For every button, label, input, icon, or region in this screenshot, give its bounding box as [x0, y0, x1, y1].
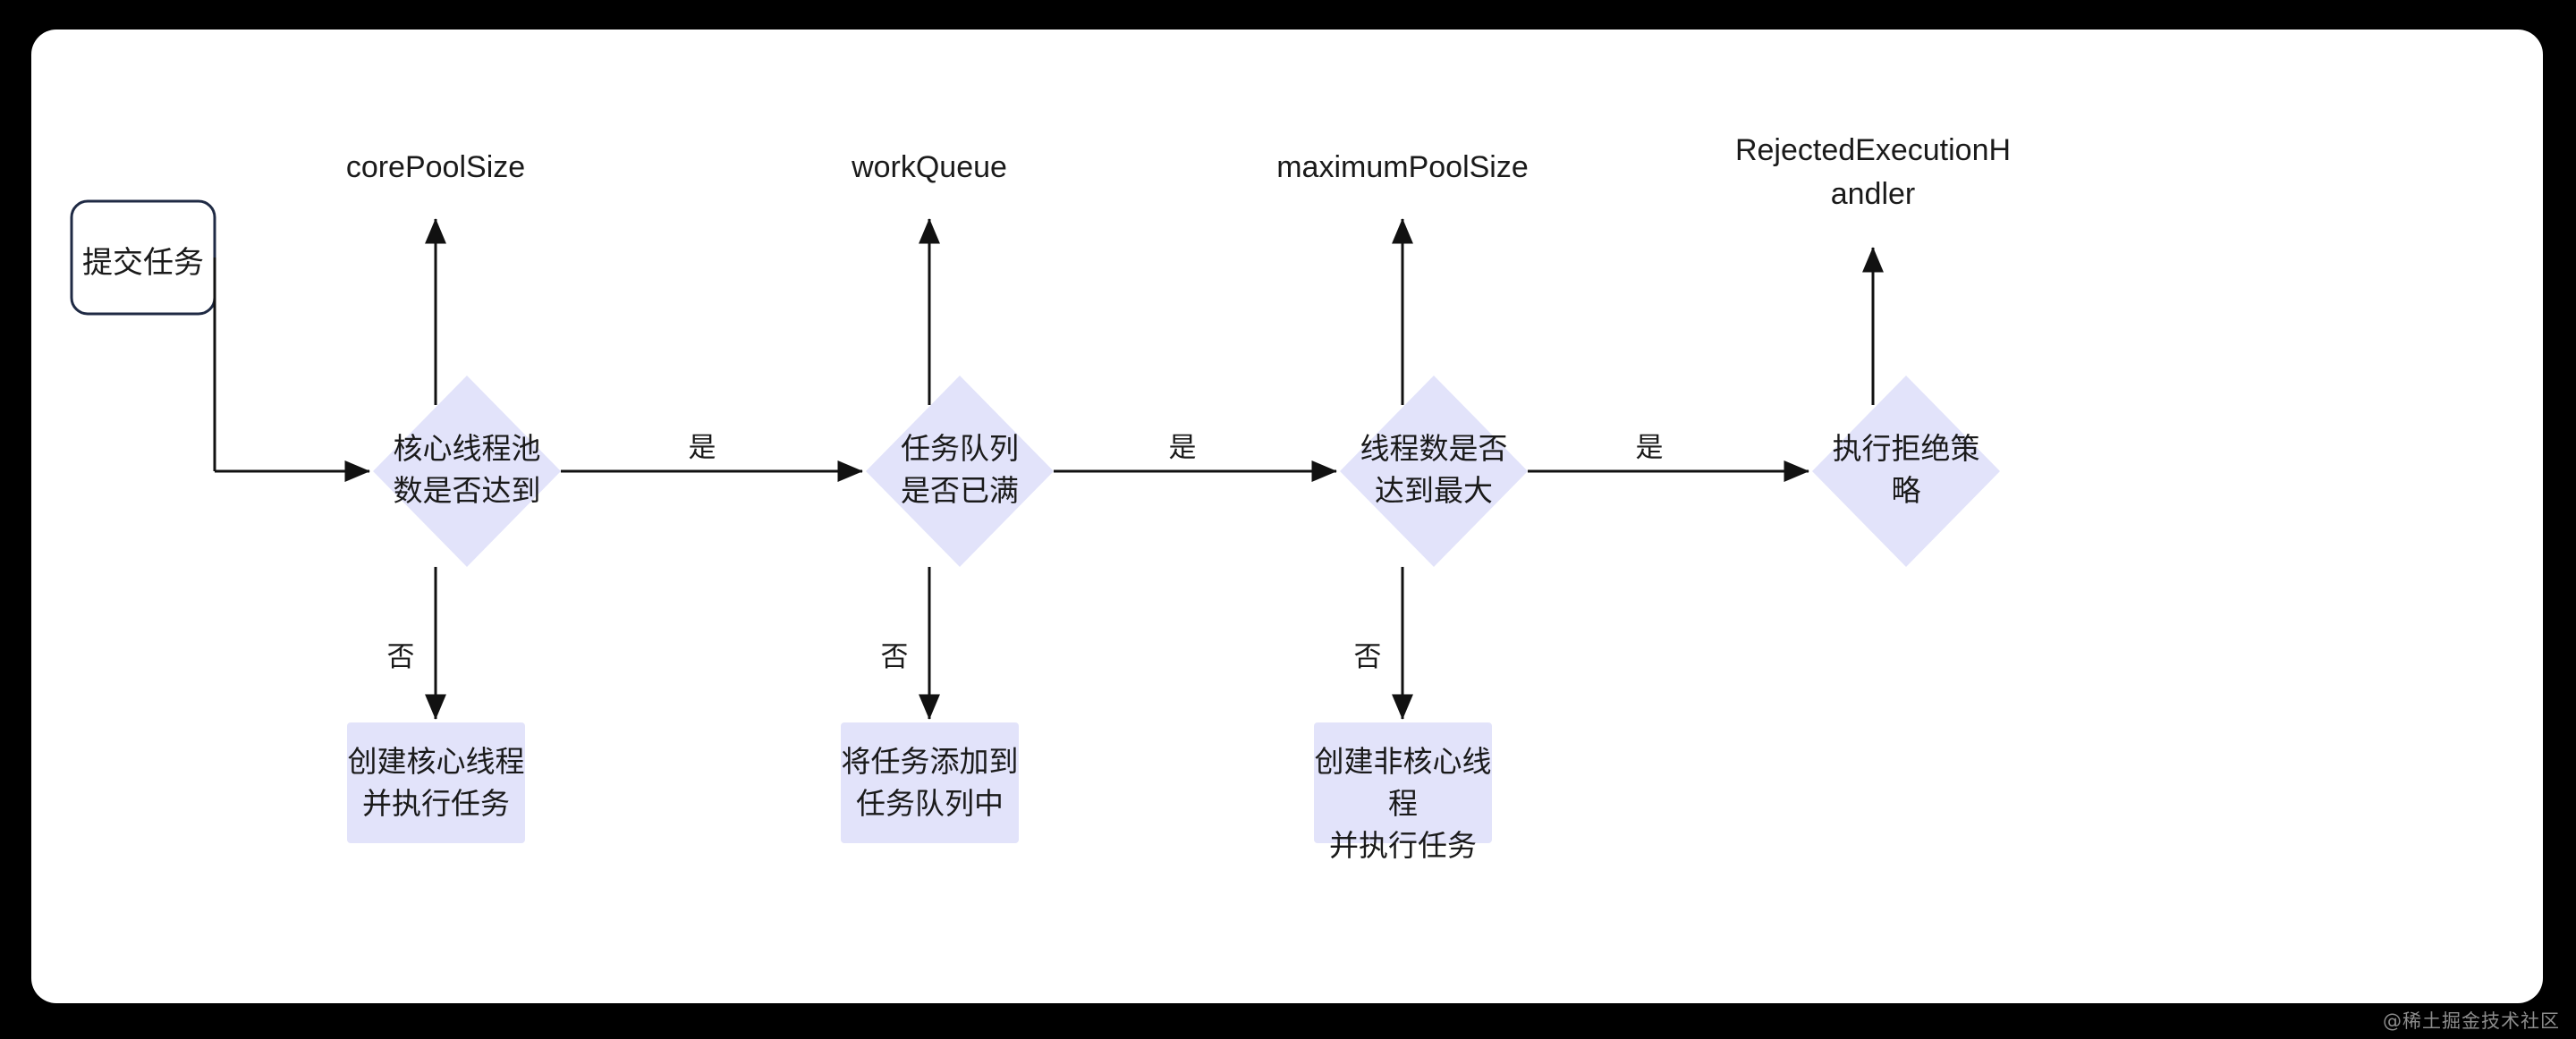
start-node-shape[interactable] [70, 199, 216, 316]
edge-label-no-1: 否 [386, 641, 415, 672]
edge-label-no-2: 否 [880, 641, 909, 672]
decision-1-shape[interactable] [373, 376, 561, 567]
decision-4-shape[interactable] [1812, 376, 2000, 567]
param-label-maximumpoolsize: maximumPoolSize [1276, 150, 1529, 184]
edge-label-yes-1: 是 [688, 432, 716, 463]
watermark-label: @稀土掘金技术社区 [2383, 1010, 2560, 1032]
edge-label-no-3: 否 [1353, 641, 1382, 672]
edge-label-yes-2: 是 [1168, 432, 1197, 463]
diagram-canvas: 提交任务 核心线程池 数是否达到 任务队列 是否已满 线程数是否 达到最大 执行… [31, 30, 2543, 1003]
decision-2-shape[interactable] [866, 376, 1054, 567]
param-label-workqueue: workQueue [852, 150, 1007, 184]
param-label-corepoolsize: corePoolSize [345, 150, 526, 184]
decision-3-shape[interactable] [1340, 376, 1528, 567]
process-1-shape[interactable] [347, 722, 525, 843]
param-label-rejectedexecutionhandler: RejectedExecutionH andler [1734, 133, 2012, 212]
process-2-shape[interactable] [841, 722, 1019, 843]
edge-label-yes-3: 是 [1635, 432, 1664, 463]
diagram-svg [70, 199, 2000, 843]
process-3-shape[interactable] [1314, 722, 1492, 843]
